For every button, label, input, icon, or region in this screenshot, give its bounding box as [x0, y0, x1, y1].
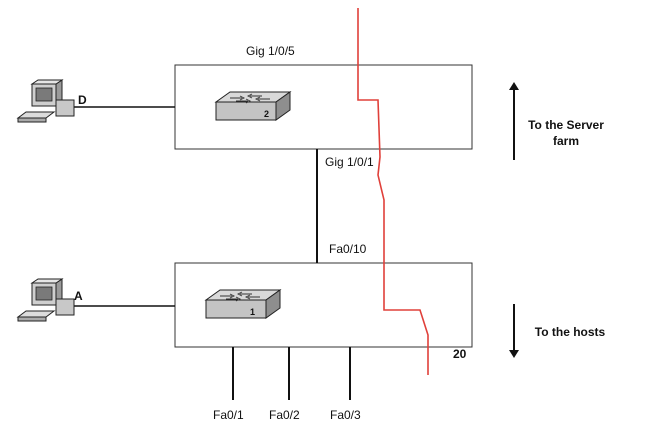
bottom-switch-box [174, 262, 473, 348]
server-farm-annotation-line1: To the Server [528, 118, 604, 132]
pc-a-label: A [74, 289, 83, 303]
switch-icon: 1 [204, 289, 282, 319]
hosts-annotation: To the hosts [535, 325, 606, 339]
port-label-fa0-10: Fa0/10 [329, 242, 367, 256]
server-farm-annotation-line2: farm [553, 134, 579, 148]
vlan-number-label: 20 [453, 347, 467, 361]
pc-d-label: D [78, 93, 87, 107]
switch-icon: 2 [214, 91, 292, 121]
port-label-fa0-1: Fa0/1 [213, 408, 244, 422]
port-label-fa0-3: Fa0/3 [330, 408, 361, 422]
port-label-gig-1-0-5: Gig 1/0/5 [246, 44, 295, 58]
switch-2-label: 2 [264, 109, 269, 119]
switch-1-label: 1 [250, 307, 255, 317]
desktop-computer-icon [16, 278, 75, 322]
vlan-boundary-line [357, 8, 429, 375]
port-label-fa0-2: Fa0/2 [269, 408, 300, 422]
port-label-gig-1-0-1: Gig 1/0/1 [325, 155, 374, 169]
desktop-computer-icon [16, 79, 75, 123]
